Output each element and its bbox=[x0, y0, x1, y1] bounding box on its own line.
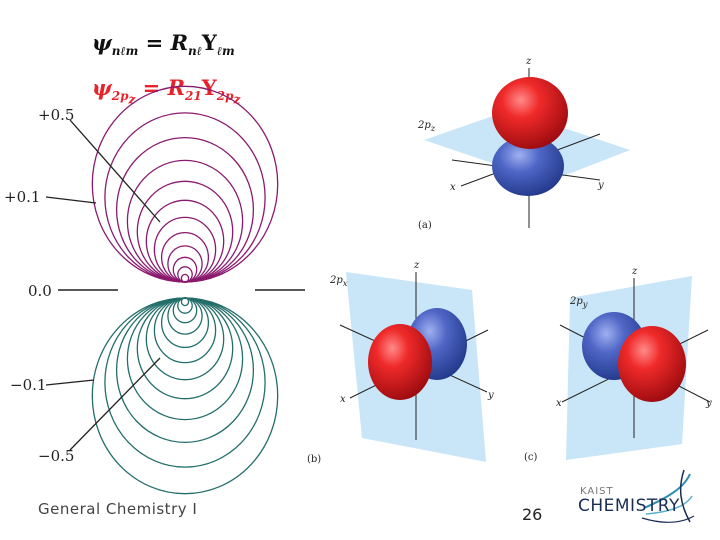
logo-chemistry-text: CHEMISTRY bbox=[578, 496, 680, 516]
axis-label-y-b: y bbox=[488, 390, 494, 401]
orbital-panel-2py bbox=[559, 276, 711, 460]
axis-label-y-a: y bbox=[598, 180, 604, 191]
lobe-positive bbox=[368, 324, 432, 400]
axis-label-z-c: z bbox=[632, 266, 638, 277]
caption-c: (c) bbox=[524, 452, 538, 463]
orbital-label-2px: 2px bbox=[330, 275, 348, 288]
leader-line-minus05 bbox=[69, 357, 161, 451]
leader-line-plus01 bbox=[45, 196, 97, 204]
logo-swirl-icon bbox=[641, 469, 695, 523]
contour-label-zero: 0.0 bbox=[28, 282, 52, 300]
contour-label-minus01: −0.1 bbox=[10, 376, 47, 394]
orbital-label-2py: 2py bbox=[570, 296, 588, 309]
leader-line-minus01 bbox=[45, 379, 95, 386]
orbital-panel-2pz bbox=[424, 68, 630, 228]
contour-label-plus01: +0.1 bbox=[4, 188, 41, 206]
page-number: 26 bbox=[522, 505, 543, 524]
lobe-positive bbox=[618, 326, 686, 402]
axis-label-y-c: y bbox=[706, 398, 712, 409]
logo-kaist-text: KAIST bbox=[580, 486, 614, 497]
orbital-label-2pz: 2pz bbox=[418, 120, 436, 133]
wavefunction-equation-2pz: ψ2pz = R21Y2pz bbox=[92, 75, 241, 107]
axis-label-x-a: x bbox=[450, 182, 456, 193]
wavefunction-equation-general: ψnℓm = RnℓYℓm bbox=[92, 30, 235, 59]
caption-b: (b) bbox=[307, 454, 322, 465]
axis-label-x-b: x bbox=[340, 394, 346, 405]
axis-label-x-c: x bbox=[556, 398, 562, 409]
contour-label-minus05: −0.5 bbox=[38, 447, 75, 465]
contour-negative-11 bbox=[91, 297, 279, 495]
contour-positive-11 bbox=[91, 85, 279, 283]
contour-label-plus05: +0.5 bbox=[38, 106, 75, 124]
axis-label-z-b: z bbox=[414, 260, 420, 271]
contour-lines-positive bbox=[91, 85, 279, 283]
lobe-positive bbox=[492, 77, 568, 149]
leader-line-plus05 bbox=[69, 119, 161, 223]
lobe-negative bbox=[492, 136, 564, 196]
axis-label-z-a: z bbox=[526, 56, 532, 67]
contour-lines-negative bbox=[91, 297, 279, 495]
caption-a: (a) bbox=[418, 220, 432, 231]
orbital-panel-2px bbox=[339, 272, 489, 462]
course-title: General Chemistry I bbox=[38, 500, 198, 518]
kaist-chemistry-logo: KAIST CHEMISTRY bbox=[572, 468, 702, 528]
